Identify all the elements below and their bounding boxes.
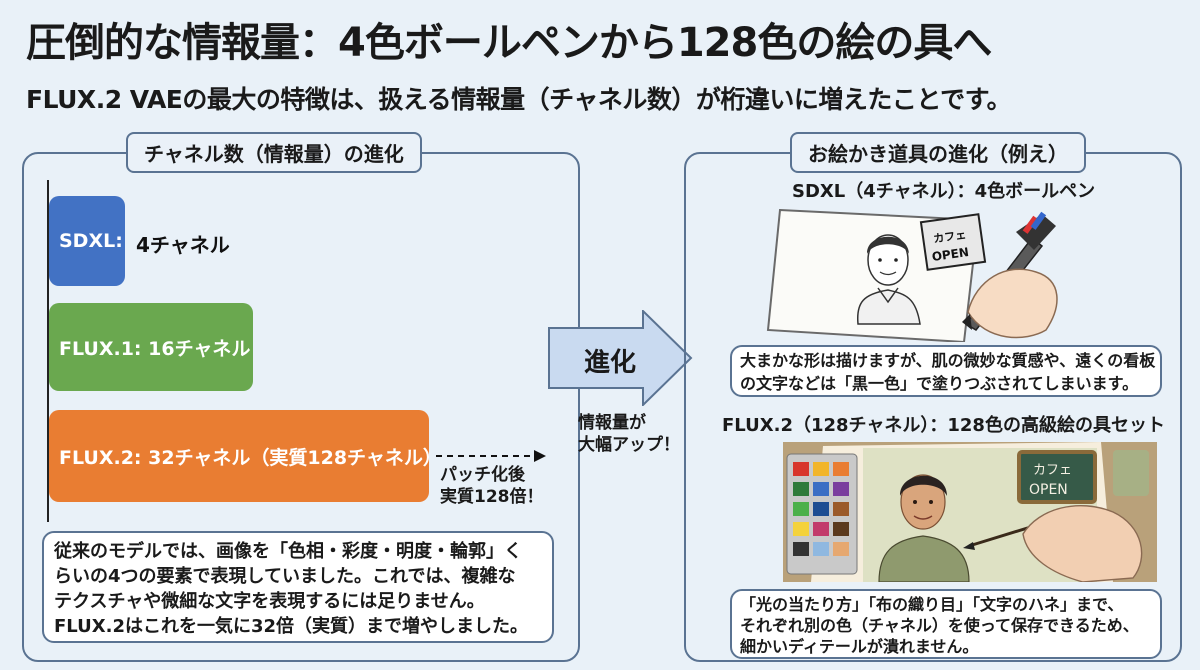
bar-flux1: FLUX.1: 16チャネル (49, 303, 253, 391)
evolution-arrow-label: 進化 (584, 348, 637, 378)
bar-value-sdxl: 4チャネル (136, 233, 230, 257)
sdxl-analogy-note: 大まかな形は描けますが、肌の微妙な質感や、遠くの看板 の文字などは「黒一色」で塗… (730, 345, 1162, 397)
explanation-box: 従来のモデルでは、画像を「色相・彩度・明度・輪郭」く らいの4つの要素で表現して… (42, 531, 554, 643)
page-title: 圧倒的な情報量：4色ボールペンから128色の絵の具へ (26, 20, 992, 66)
chart-axis (47, 180, 49, 522)
bar-label-flux1: FLUX.1: 16チャネル (59, 337, 251, 360)
evolution-arrow-icon (548, 310, 693, 406)
sketch-sign-text-2: OPEN (931, 245, 970, 264)
bar-label-sdxl: SDXL: (59, 230, 123, 252)
sketch-sign-text-1: カフェ (933, 228, 967, 245)
flux2-analogy-heading: FLUX.2（128チャネル）：128色の高級絵の具セット (722, 415, 1165, 436)
bar-sdxl: SDXL: (49, 196, 125, 286)
bar-label-flux2: FLUX.2: 32チャネル（実質128チャネル） (59, 446, 442, 469)
sdxl-analogy-heading: SDXL（4チャネル）：4色ボールペン (792, 181, 1096, 202)
page-subtitle: FLUX.2 VAEの最大の特徴は、扱える情報量（チャネル数）が桁違いに増えたこ… (26, 85, 1012, 114)
painting-sign-text-2: OPEN (1029, 482, 1068, 498)
dashed-arrow-icon (436, 450, 546, 462)
channel-evolution-heading: チャネル数（情報量）の進化 (126, 132, 422, 173)
bar-flux2: FLUX.2: 32チャネル（実質128チャネル） (49, 410, 442, 502)
flux2-analogy-note: 「光の当たり方」「布の織り目」「文字のハネ」まで、 それぞれ別の色（チャネル）を… (730, 589, 1162, 659)
patch-note: パッチ化後 実質128倍！ (440, 465, 544, 507)
info-increase-note: 情報量が 大幅アップ！ (578, 413, 680, 455)
analogy-heading: お絵かき道具の進化（例え） (790, 132, 1086, 173)
painting-sign-text-1: カフェ (1033, 463, 1072, 478)
ballpoint-sketch-illustration: カフェ OPEN (766, 208, 1058, 342)
watercolor-painting-illustration: カフェ OPEN (783, 442, 1157, 582)
